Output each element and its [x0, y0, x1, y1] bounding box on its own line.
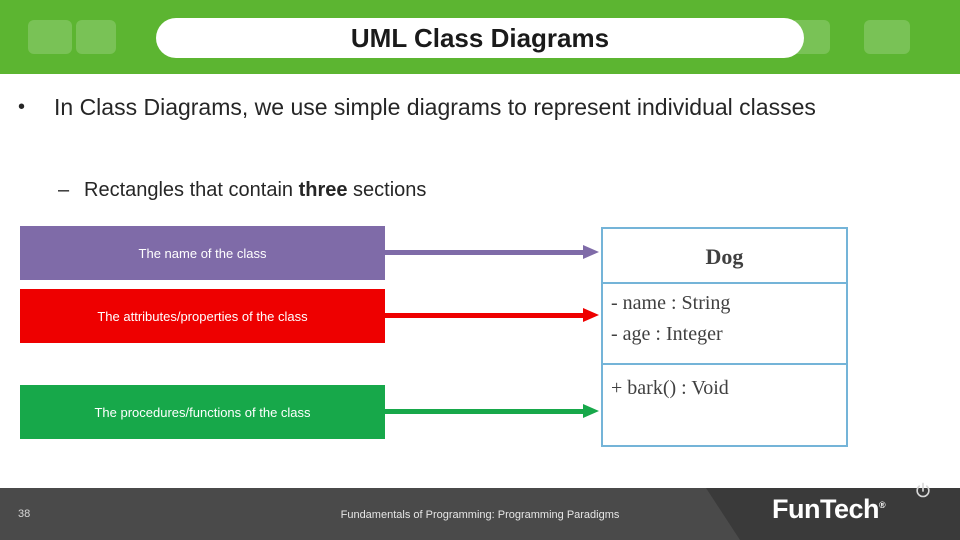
arrow-shaft — [385, 313, 585, 318]
logo-registered-mark: ® — [879, 500, 886, 510]
footer-course-title: Fundamentals of Programming: Programming… — [340, 509, 620, 521]
title-plate — [156, 18, 804, 58]
arrow-head-icon — [583, 404, 599, 418]
bullet-marker-secondary: – — [58, 179, 70, 201]
arrow-shaft — [385, 250, 585, 255]
arrow-head-icon — [583, 308, 599, 322]
callout-label-class-name: The name of the class — [138, 245, 267, 261]
header-decoration-block-1 — [28, 20, 72, 54]
callout-label-operations: The procedures/functions of the class — [94, 404, 311, 420]
uml-class-box: Dog - name : String - age : Integer + ba… — [601, 227, 848, 447]
uml-class-name: Dog — [603, 229, 846, 284]
bullet-text-secondary-emphasis: three — [298, 179, 348, 201]
bullet-text-secondary: Rectangles that contain three sections — [84, 174, 938, 206]
header-decoration-block-2 — [76, 20, 116, 54]
page-title: UML Class Diagrams — [350, 23, 610, 53]
arrow-shaft — [385, 409, 585, 414]
bullet-text-secondary-suffix: sections — [347, 179, 427, 201]
uml-attribute-row: - age : Integer — [611, 323, 723, 345]
uml-attributes-section: - name : String - age : Integer — [603, 284, 846, 365]
logo-text-fun: Fun — [772, 494, 820, 524]
callout-box-class-name: The name of the class — [20, 226, 385, 280]
funtech-logo: FunTech® — [772, 494, 886, 525]
callout-box-operations: The procedures/functions of the class — [20, 385, 385, 439]
callout-label-attributes: The attributes/properties of the class — [97, 308, 308, 324]
bullet-item-primary: • In Class Diagrams, we use simple diagr… — [18, 88, 938, 126]
bullet-text-secondary-prefix: Rectangles that contain — [84, 179, 299, 201]
footer-wedge-divider — [706, 488, 740, 540]
logo-text-tech: Tech — [819, 494, 880, 524]
bullet-item-secondary: – Rectangles that contain three sections — [58, 174, 938, 206]
uml-attribute-row: - name : String — [611, 292, 731, 314]
arrow-head-icon — [583, 245, 599, 259]
callout-box-attributes: The attributes/properties of the class — [20, 289, 385, 343]
uml-operations-section: + bark() : Void — [603, 365, 846, 443]
uml-operation-row: + bark() : Void — [611, 377, 729, 399]
slide-header: UML Class Diagrams — [0, 0, 960, 74]
power-icon — [913, 481, 933, 501]
bullet-text-primary: In Class Diagrams, we use simple diagram… — [54, 94, 816, 120]
bullet-marker-primary: • — [18, 96, 26, 118]
header-decoration-block-4 — [864, 20, 910, 54]
slide-number: 38 — [18, 508, 31, 520]
